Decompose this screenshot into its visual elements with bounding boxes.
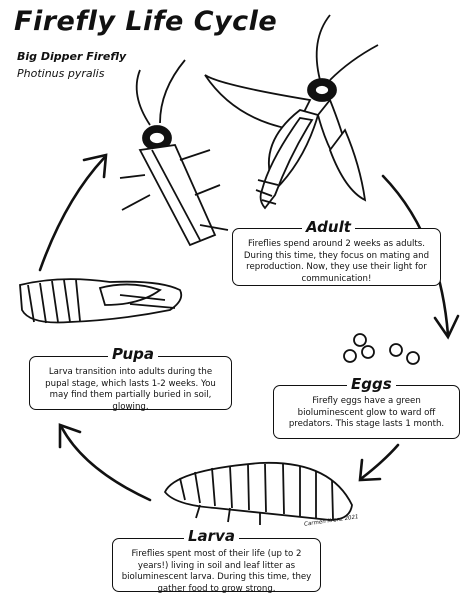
pupa-icon (20, 279, 181, 323)
adult-title: Adult (302, 218, 355, 236)
eggs-icon (344, 334, 419, 364)
pupa-description-box: Larva transition into adults during the … (29, 356, 232, 410)
arrow-pupa-to-adult (40, 158, 104, 270)
arrow-eggs-to-larva (362, 445, 398, 478)
adult-description: Fireflies spend around 2 weeks as adults… (244, 239, 429, 284)
adult-firefly-flying-icon (205, 15, 378, 208)
pupa-title: Pupa (108, 345, 158, 363)
larva-title: Larva (184, 527, 239, 545)
eggs-title: Eggs (347, 375, 396, 393)
adult-firefly-walking-icon (120, 60, 228, 245)
larva-icon (165, 463, 352, 525)
adult-description-box: Fireflies spend around 2 weeks as adults… (232, 228, 441, 286)
eggs-description-box: Firefly eggs have a green bioluminescent… (273, 385, 460, 439)
pupa-description: Larva transition into adults during the … (45, 367, 216, 412)
larva-description-box: Fireflies spent most of their life (up t… (112, 538, 321, 592)
larva-description: Fireflies spent most of their life (up t… (122, 549, 312, 594)
eggs-description: Firefly eggs have a green bioluminescent… (289, 396, 444, 429)
arrow-larva-to-pupa (62, 428, 150, 500)
